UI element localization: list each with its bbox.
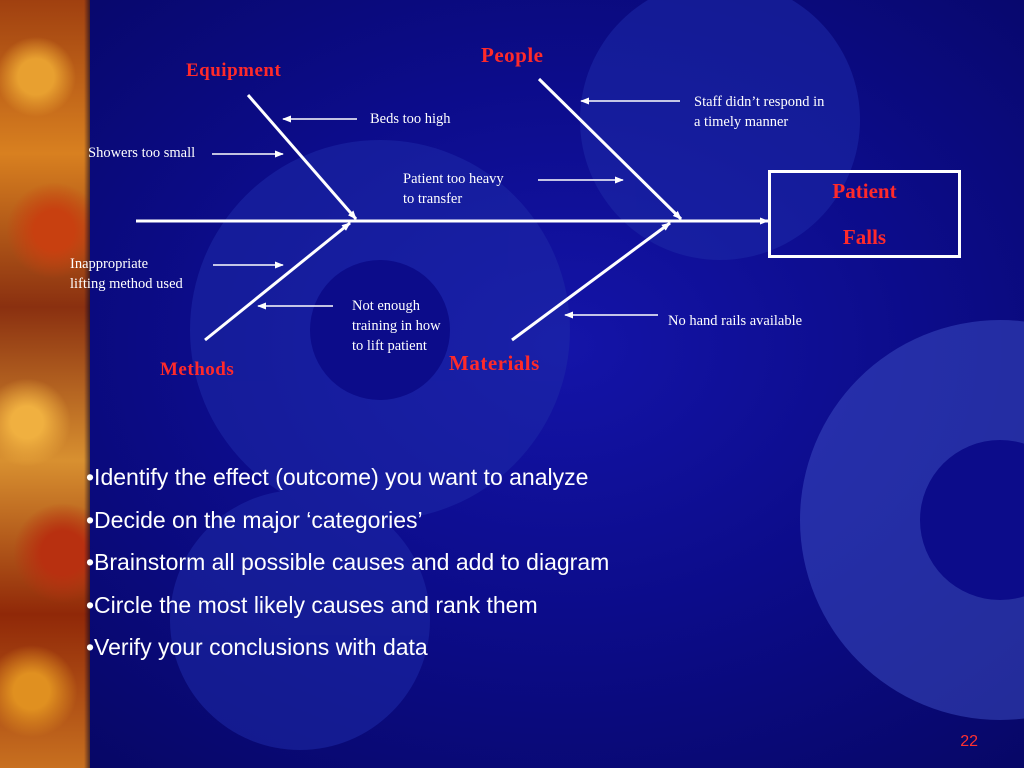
step-item: •Verify your conclusions with data bbox=[86, 634, 428, 660]
cause-line: Staff didn’t respond in bbox=[694, 94, 825, 110]
effect-box: Patient Falls bbox=[768, 170, 961, 258]
cause-line: to transfer bbox=[403, 191, 463, 207]
cause-staff-response: Staff didn’t respond in a timely manner bbox=[694, 92, 824, 132]
steps-list: •Identify the effect (outcome) you want … bbox=[86, 456, 609, 669]
effect-line: Patient bbox=[832, 179, 897, 203]
page-number: 22 bbox=[960, 733, 978, 750]
step-item: •Brainstorm all possible causes and add … bbox=[86, 549, 610, 575]
step-item: •Decide on the major ‘categories’ bbox=[86, 506, 423, 533]
category-people: People bbox=[481, 43, 544, 67]
cause-patient-too-heavy: Patient too heavy to transfer bbox=[403, 169, 504, 209]
bone-materials bbox=[511, 221, 671, 342]
cause-line: Inappropriate bbox=[70, 256, 149, 272]
category-methods: Methods bbox=[160, 359, 235, 380]
bone-methods bbox=[204, 221, 351, 342]
decorative-left-strip bbox=[0, 0, 90, 768]
cause-beds-too-high: Beds too high bbox=[370, 111, 451, 127]
bone-equipment bbox=[246, 94, 358, 220]
cause-line: Patient too heavy bbox=[403, 171, 504, 187]
cause-line: lifting method used bbox=[70, 276, 183, 292]
cause-not-enough-training: Not enough training in how to lift patie… bbox=[352, 296, 441, 356]
category-equipment: Equipment bbox=[186, 60, 282, 81]
category-materials: Materials bbox=[449, 351, 540, 375]
cause-showers-too-small: Showers too small bbox=[88, 145, 196, 161]
bone-people bbox=[537, 77, 683, 221]
cause-line: training in how bbox=[352, 318, 441, 334]
cause-line: a timely manner bbox=[694, 114, 789, 130]
cause-line: Not enough bbox=[352, 298, 421, 314]
cause-no-hand-rails: No hand rails available bbox=[668, 313, 803, 329]
cause-line: to lift patient bbox=[352, 338, 427, 354]
cause-lifting-method: Inappropriate lifting method used bbox=[70, 254, 183, 294]
step-item: •Identify the effect (outcome) you want … bbox=[86, 464, 589, 490]
effect-line: Falls bbox=[842, 225, 887, 249]
step-item: •Circle the most likely causes and rank … bbox=[86, 591, 538, 618]
